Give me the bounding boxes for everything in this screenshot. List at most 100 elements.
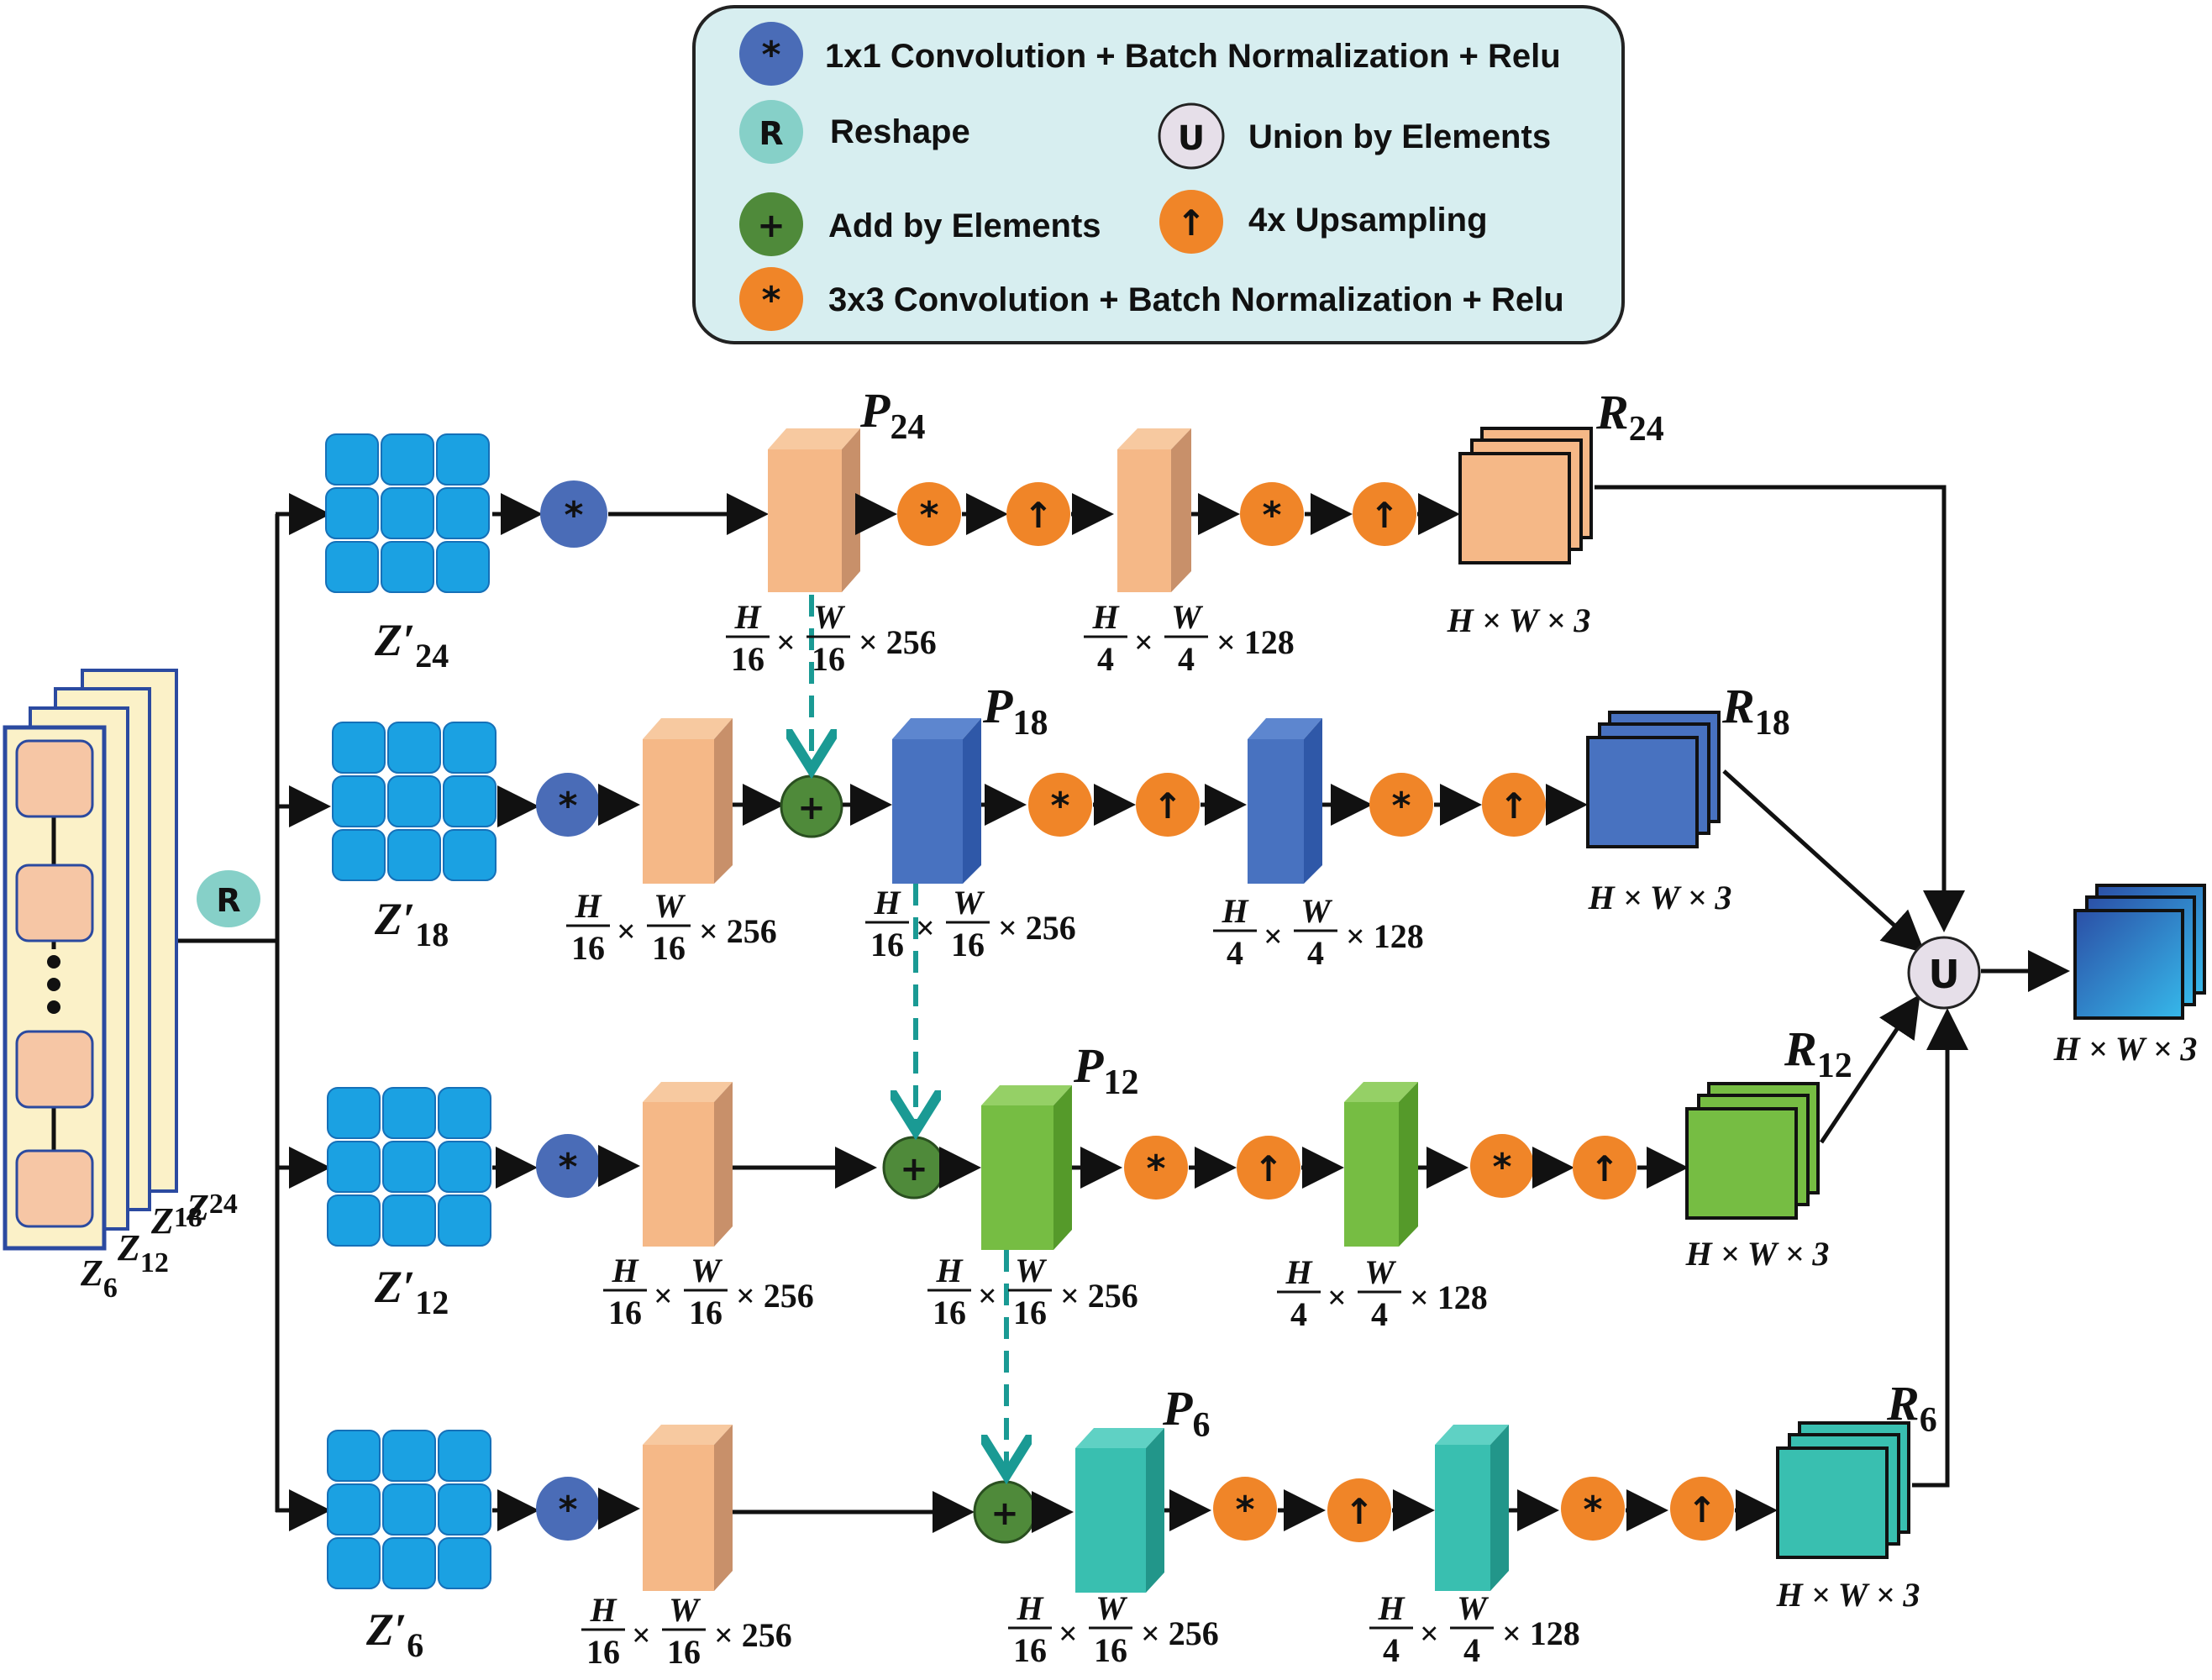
grid-cell bbox=[436, 541, 490, 593]
conv1x1-icon bbox=[739, 22, 803, 86]
grid-cell bbox=[327, 1141, 381, 1193]
fraction-numerator: W bbox=[1457, 1589, 1489, 1627]
feature-block-p18 bbox=[892, 718, 981, 884]
feature-block-p6 bbox=[1075, 1428, 1164, 1593]
grid-cell bbox=[443, 722, 497, 774]
upsample-op bbox=[1327, 1478, 1391, 1542]
upsample-op bbox=[1136, 773, 1200, 837]
fraction-denominator: 16 bbox=[652, 929, 686, 967]
dim-text: × 256 bbox=[859, 623, 937, 661]
fraction-denominator: 16 bbox=[689, 1294, 722, 1331]
dim-text: × bbox=[1134, 623, 1153, 661]
p-label-6: P6 bbox=[1162, 1381, 1210, 1445]
dim-text: × bbox=[632, 1616, 651, 1654]
add-op-symbol: + bbox=[797, 789, 826, 827]
conv1x1-op-symbol: * bbox=[558, 1488, 577, 1531]
input-label-z24: Z24 bbox=[186, 1187, 238, 1228]
reshape-node: R bbox=[178, 493, 331, 1531]
fraction-denominator: 16 bbox=[571, 929, 605, 967]
grid-cell bbox=[382, 1430, 436, 1482]
output-dim: H × W × 3 bbox=[2053, 1030, 2198, 1068]
conv3x3-op-symbol: * bbox=[1146, 1147, 1165, 1190]
upsample-op bbox=[1353, 482, 1416, 546]
grid-cell bbox=[327, 1194, 381, 1247]
fraction-numerator: W bbox=[1171, 598, 1203, 636]
conv3x3-op bbox=[1470, 1134, 1534, 1198]
grid-cell bbox=[443, 775, 497, 827]
dim-text: × 128 bbox=[1346, 917, 1424, 955]
conv1x1-op bbox=[536, 1477, 600, 1541]
conv3x3-op bbox=[1369, 773, 1433, 837]
conv3x3-op-symbol: * bbox=[1262, 494, 1281, 537]
grid-cell bbox=[436, 487, 490, 539]
r-dim-12: H × W × 3 bbox=[1685, 1235, 1830, 1273]
fraction-denominator: 16 bbox=[1013, 1294, 1047, 1331]
conv3x3-op bbox=[1561, 1477, 1625, 1541]
fraction-numerator: W bbox=[1095, 1589, 1127, 1627]
upsample-symbol: ↑ bbox=[1176, 202, 1206, 244]
fraction-numerator: H bbox=[1091, 598, 1120, 636]
fraction-numerator: H bbox=[574, 887, 602, 925]
fraction-denominator: 16 bbox=[870, 926, 904, 963]
feature-block-conv-6 bbox=[643, 1425, 733, 1591]
upsample-op-symbol: ↑ bbox=[1023, 495, 1053, 536]
add-op-symbol: + bbox=[990, 1494, 1019, 1533]
fraction-numerator: H bbox=[1285, 1253, 1313, 1291]
r-dim-6: H × W × 3 bbox=[1776, 1576, 1920, 1614]
fraction-denominator: 4 bbox=[1178, 640, 1195, 678]
grid-cell bbox=[382, 1194, 436, 1247]
branch-24: * P24 * ↑ * ↑ bbox=[492, 383, 1965, 932]
dim-text: × bbox=[654, 1277, 673, 1315]
feature-block-p24 bbox=[768, 428, 860, 592]
fraction-denominator: 16 bbox=[933, 1294, 966, 1331]
conv3x3-op-symbol: * bbox=[919, 494, 938, 537]
upsample-op-symbol: ↑ bbox=[1499, 785, 1528, 827]
token-box bbox=[15, 1149, 94, 1228]
fraction-numerator: W bbox=[1300, 892, 1332, 930]
grid-z18 bbox=[332, 722, 497, 881]
upsample-op bbox=[1006, 482, 1070, 546]
fraction-numerator: H bbox=[733, 598, 762, 636]
grid-cell bbox=[332, 829, 386, 881]
upsample-op-symbol: ↑ bbox=[1253, 1148, 1283, 1189]
fraction-numerator: W bbox=[691, 1252, 722, 1289]
conv3x3-op-symbol: * bbox=[1492, 1146, 1511, 1189]
legend-item-conv1x1: * 1x1 Convolution + Batch Normalization … bbox=[739, 22, 1561, 86]
conv1x1-label: 1x1 Convolution + Batch Normalization + … bbox=[825, 38, 1561, 75]
conv1x1-symbol: * bbox=[761, 34, 780, 76]
dim-text: × 256 bbox=[699, 912, 777, 950]
union-op-symbol: U bbox=[1928, 952, 1959, 997]
conv1x1-op-symbol: * bbox=[564, 494, 583, 537]
conv3x3-op bbox=[897, 482, 961, 546]
union-label: Union by Elements bbox=[1248, 118, 1551, 155]
fraction-denominator: 16 bbox=[608, 1294, 642, 1331]
zprime-label-6: Z′6 bbox=[365, 1604, 423, 1664]
grid-cell bbox=[325, 487, 379, 539]
conv3x3-op bbox=[1240, 482, 1304, 546]
legend-item-reshape: R Reshape bbox=[739, 100, 970, 164]
fraction-numerator: H bbox=[935, 1252, 964, 1289]
conv3x3-op bbox=[1124, 1136, 1188, 1200]
token-box bbox=[15, 864, 94, 942]
upsample-op bbox=[1237, 1136, 1300, 1200]
feature-block-mid-12 bbox=[1344, 1082, 1418, 1247]
r-label-12: R12 bbox=[1784, 1021, 1852, 1085]
ellipsis-dot bbox=[47, 955, 60, 969]
grid-cell bbox=[325, 541, 379, 593]
dim-text: × 256 bbox=[736, 1277, 814, 1315]
grid-cell bbox=[387, 775, 441, 827]
fraction-numerator: H bbox=[873, 884, 901, 921]
branch-6: * + P6 * ↑ * bbox=[492, 1008, 1968, 1614]
fraction-denominator: 4 bbox=[1383, 1631, 1400, 1669]
grid-z12 bbox=[327, 1087, 491, 1247]
r-label-6: R6 bbox=[1886, 1376, 1937, 1440]
dim-text: × bbox=[1420, 1614, 1439, 1652]
grid-cell bbox=[327, 1537, 381, 1589]
grid-cell bbox=[438, 1087, 491, 1139]
reshape-op-symbol: R bbox=[216, 882, 240, 919]
upsample-op bbox=[1482, 773, 1546, 837]
dim-text: × 256 bbox=[1060, 1277, 1138, 1315]
p-label-18: P18 bbox=[982, 679, 1048, 743]
fraction-numerator: W bbox=[1364, 1253, 1396, 1291]
grid-cell bbox=[382, 1483, 436, 1536]
